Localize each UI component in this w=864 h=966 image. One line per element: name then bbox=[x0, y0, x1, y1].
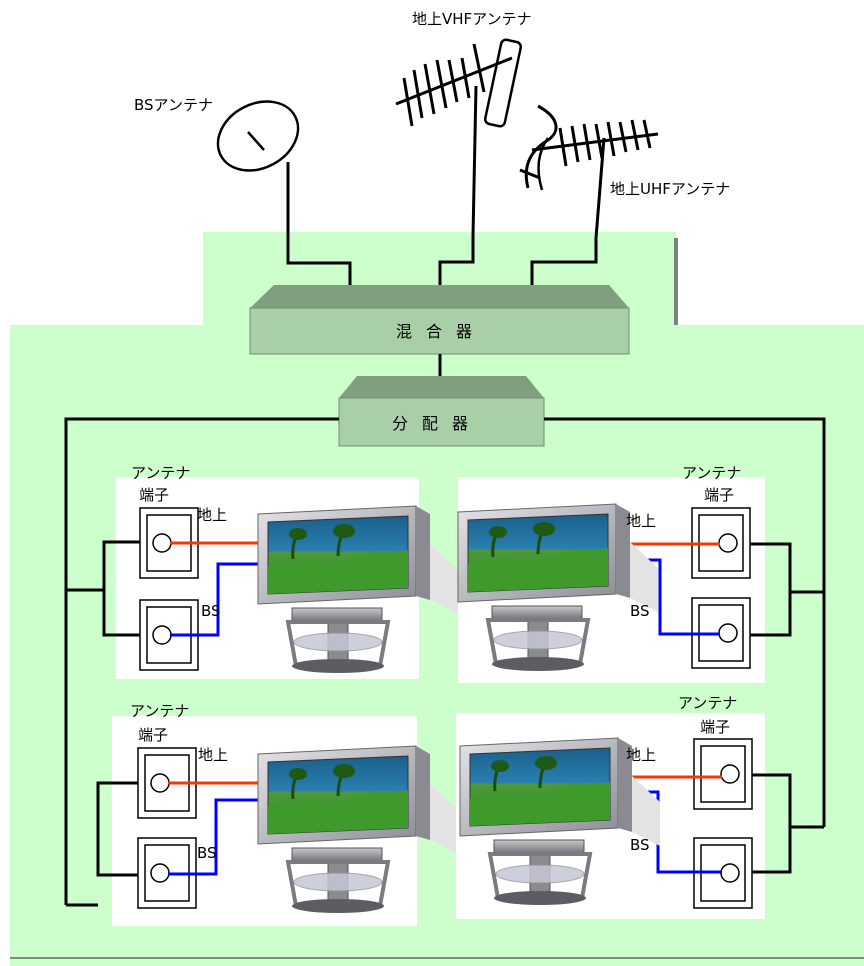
room3-terminal-label-1: アンテナ bbox=[130, 702, 189, 720]
mixer-box: 混合器 bbox=[249, 285, 630, 355]
room3-bs-label: BS bbox=[197, 844, 217, 862]
room4-terrestrial-outlet bbox=[693, 738, 753, 810]
uhf-antenna-icon bbox=[519, 104, 659, 239]
splitter-label: 分配器 bbox=[392, 414, 482, 433]
room4-terminal-label-1: アンテナ bbox=[678, 694, 737, 712]
room2-terrestrial-label: 地上 bbox=[626, 512, 656, 530]
vhf-antenna-icon bbox=[395, 38, 523, 237]
house-edge-shadow bbox=[674, 238, 678, 325]
right-trunk-wire bbox=[544, 417, 826, 827]
room1-outlet-wire bbox=[102, 540, 140, 637]
room3-bs-cable bbox=[168, 798, 260, 876]
room4-outlet-wire bbox=[752, 773, 792, 874]
room1-terminal-label-1: アンテナ bbox=[131, 464, 190, 482]
room4-bs-label: BS bbox=[630, 836, 650, 854]
room1-bs-label: BS bbox=[201, 602, 221, 620]
room4-terminal-label-2: 端子 bbox=[700, 718, 730, 736]
splitter-box: 分配器 bbox=[338, 376, 545, 447]
room1-terminal-label-2: 端子 bbox=[139, 486, 169, 504]
room-top-left: アンテナ 端子 地上 BS bbox=[102, 464, 460, 679]
room2-terminal-label-2: 端子 bbox=[704, 486, 734, 504]
uhf-antenna-label: 地上UHFアンテナ bbox=[610, 180, 730, 198]
room4-terrestrial-label: 地上 bbox=[626, 746, 656, 764]
bs-antenna-label: BSアンテナ bbox=[134, 96, 213, 114]
room2-bs-label: BS bbox=[630, 602, 650, 620]
bs-feed-wire bbox=[286, 162, 352, 290]
room-bottom-left: アンテナ 端子 地上 BS bbox=[96, 702, 460, 926]
room2-terminal-label-1: アンテナ bbox=[682, 464, 741, 482]
room-bottom-right: アンテナ 端子 地上 BS bbox=[456, 694, 792, 919]
room3-terminal-label-2: 端子 bbox=[138, 726, 168, 744]
vhf-antenna-label: 地上VHFアンテナ bbox=[412, 10, 532, 28]
left-trunk-wire bbox=[64, 417, 339, 905]
mixer-label: 混合器 bbox=[396, 322, 486, 341]
room3-outlet-wire bbox=[96, 781, 138, 877]
room2-outlet-wire bbox=[750, 542, 792, 637]
room-top-right: アンテナ 端子 地上 BS bbox=[456, 464, 792, 683]
bs-antenna-icon bbox=[216, 100, 300, 172]
uhf-feed-wire bbox=[530, 238, 598, 290]
room1-bs-cable bbox=[170, 562, 262, 637]
vhf-feed-wire bbox=[438, 236, 475, 290]
room1-terrestrial-label: 地上 bbox=[197, 506, 227, 524]
room3-terrestrial-label: 地上 bbox=[198, 746, 228, 764]
